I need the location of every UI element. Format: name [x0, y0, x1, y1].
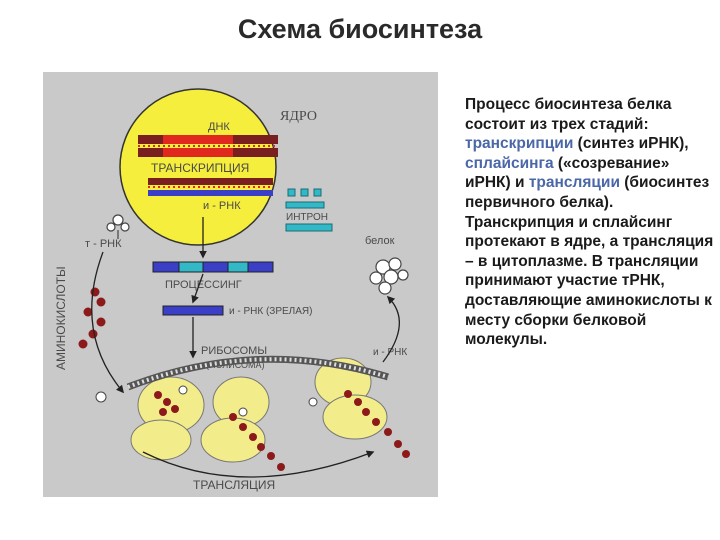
- peptide-chain-2: [229, 413, 285, 471]
- cyto-mrna-hatch: [127, 357, 389, 389]
- desc-part-3: («созревание» иРНК) и: [465, 154, 670, 192]
- mature-mrna-bar: [162, 305, 224, 316]
- intron-bar: [285, 223, 333, 232]
- protein-label: белок: [365, 235, 395, 247]
- highlight-splicing: сплайсинга: [465, 154, 554, 172]
- amino-acids-label: АМИНОКИСЛОТЫ: [54, 266, 68, 370]
- arrow-bottom-cycle: [142, 450, 375, 478]
- protein-globule-icon: [369, 257, 409, 295]
- translation-label: ТРАНСЛЯЦИЯ: [193, 478, 275, 492]
- desc-part-1: Процесс биосинтеза белка состоит из трех…: [465, 96, 672, 133]
- pre-mrna-bar: [152, 261, 274, 273]
- slide-title: Схема биосинтеза: [237, 14, 483, 44]
- transcription-label: ТРАНСКРИПЦИЯ: [151, 161, 249, 175]
- nucleus-label: ЯДРО: [280, 109, 317, 124]
- peptide-chain-1: [154, 391, 179, 416]
- trna-cloverleaf-icon: [106, 214, 130, 239]
- highlight-transcription: транскрипции: [465, 135, 574, 153]
- mrna-label: и - РНК: [203, 200, 241, 212]
- polysome-label: (ПОЛИСОМА): [206, 360, 265, 370]
- ribosome-3-small: [322, 394, 388, 440]
- highlight-translation: трансляции: [528, 174, 620, 192]
- intron-dot-2: [300, 188, 309, 197]
- arrow-protein-release: [382, 295, 401, 363]
- mrna-strand: [148, 190, 273, 196]
- transcript-strand-top: [148, 178, 273, 185]
- nucleus-circle: [119, 88, 277, 246]
- pre-mrna-intron-2: [227, 261, 249, 273]
- dna-red-segment-2: [163, 148, 233, 157]
- mature-mrna-label: и - РНК (ЗРЕЛАЯ): [229, 306, 312, 317]
- ribosome-1-small: [130, 419, 192, 461]
- intron-dot-3: [313, 188, 322, 197]
- free-amino-acids: [78, 287, 106, 349]
- desc-part-4: (биосинтез первичного белка). Транскрипц…: [465, 174, 714, 349]
- pre-mrna-intron-1: [178, 261, 204, 273]
- biosynthesis-diagram: ЯДРО ДНК ТРАНСКРИПЦИЯ и - РНК ИНТРОН т -…: [43, 72, 438, 497]
- dna-label: ДНК: [208, 121, 230, 133]
- peptide-chain-3: [344, 390, 410, 458]
- intron-segment: [285, 201, 325, 209]
- dna-red-segment: [163, 135, 233, 144]
- trna-label: т - РНК: [85, 238, 122, 250]
- arrow-trna-cycle: [91, 251, 124, 394]
- diagram-canvas: ЯДРО ДНК ТРАНСКРИПЦИЯ и - РНК ИНТРОН т -…: [54, 88, 410, 492]
- ribosomes-label: РИБОСОМЫ: [201, 345, 267, 357]
- description-text: Процесс биосинтеза белка состоит из трех…: [465, 95, 715, 350]
- processing-label: ПРОЦЕССИНГ: [165, 279, 242, 291]
- trna-amino-icons: [95, 385, 318, 417]
- desc-part-2: (синтез иРНК),: [573, 135, 689, 153]
- arrow-processing: [191, 273, 204, 304]
- intron-label: ИНТРОН: [286, 212, 328, 223]
- intron-dot-1: [287, 188, 296, 197]
